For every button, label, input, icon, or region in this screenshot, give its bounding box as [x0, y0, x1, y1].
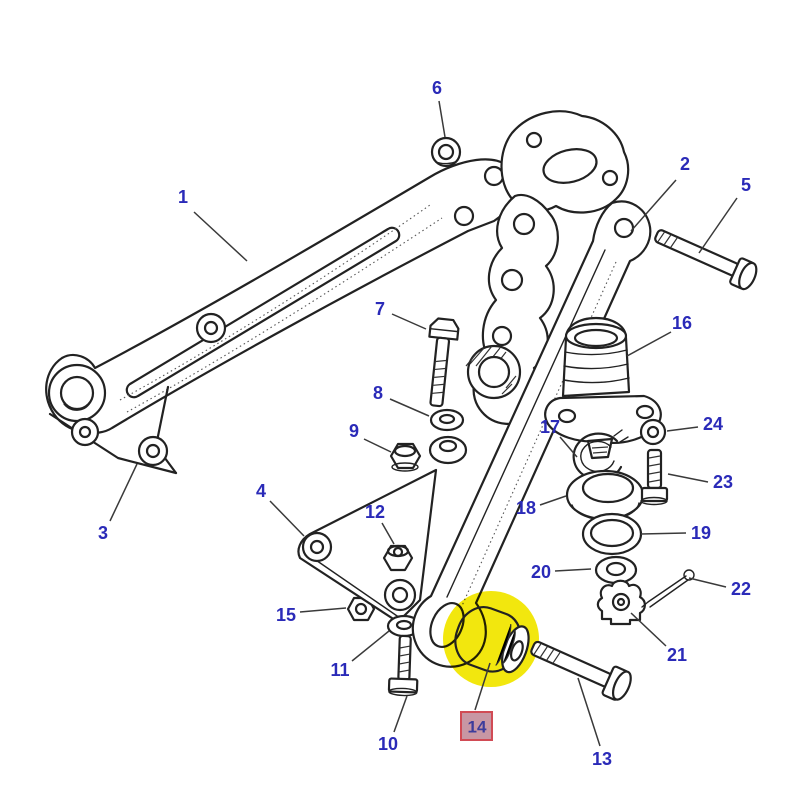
- callout-label-17[interactable]: 17: [540, 417, 560, 437]
- part-castle-nut-21: [596, 579, 646, 626]
- part-nut-6: [430, 136, 462, 168]
- callout-label-12[interactable]: 12: [365, 502, 385, 522]
- callout-label-3[interactable]: 3: [98, 523, 108, 543]
- part-washer-20: [594, 555, 638, 585]
- callout-leader-24: [666, 426, 699, 432]
- callout-leader-4: [269, 500, 305, 537]
- callout-leader-7: [391, 313, 427, 330]
- part-bushing-14-highlighted[interactable]: [448, 600, 536, 681]
- callout-label-1[interactable]: 1: [178, 187, 188, 207]
- callout-label-11[interactable]: 11: [330, 660, 349, 680]
- callout-label-5[interactable]: 5: [741, 175, 751, 195]
- callout-leader-3: [109, 463, 138, 522]
- callout-leader-15: [299, 607, 347, 613]
- callout-label-18[interactable]: 18: [516, 498, 536, 518]
- part-washer-24: [639, 418, 667, 446]
- callout-label-21[interactable]: 21: [667, 645, 687, 665]
- part-nut-9: [389, 442, 422, 472]
- callout-label-23[interactable]: 23: [713, 472, 733, 492]
- callout-leader-1: [193, 211, 248, 262]
- callout-leader-22: [688, 577, 727, 588]
- callout-leader-12: [381, 522, 395, 545]
- part-seal-ring-19: [581, 512, 643, 556]
- part-small-bracket: [297, 468, 438, 624]
- part-nut-12: [382, 544, 414, 572]
- callout-leader-9: [363, 438, 392, 453]
- callout-label-7[interactable]: 7: [375, 299, 385, 319]
- part-bolt-7: [428, 317, 460, 408]
- callout-label-19[interactable]: 19: [691, 523, 711, 543]
- part-bolt-10: [387, 634, 419, 697]
- part-knuckle-casting: [465, 110, 630, 425]
- part-upper-arm: [45, 158, 517, 435]
- callout-label-13[interactable]: 13: [592, 749, 612, 769]
- callout-leader-6: [438, 100, 446, 138]
- callout-label-16[interactable]: 16: [672, 313, 692, 333]
- callout-leader-11: [351, 630, 390, 662]
- callout-label-15[interactable]: 15: [276, 605, 296, 625]
- part-washer-8: [429, 408, 465, 432]
- callout-leader-8: [389, 398, 430, 417]
- callout-label-9[interactable]: 9: [349, 421, 359, 441]
- callout-label-2[interactable]: 2: [680, 154, 690, 174]
- callout-leader-13: [577, 677, 601, 747]
- callout-leader-2: [630, 179, 677, 232]
- part-cup-washer-18: [565, 469, 645, 521]
- callout-leader-20: [554, 568, 592, 572]
- callout-leader-21: [630, 612, 667, 647]
- callout-label-14[interactable]: 14: [468, 718, 487, 737]
- callout-label-6[interactable]: 6: [432, 78, 442, 98]
- callout-leader-19: [640, 532, 687, 535]
- part-ball-joint-16: [544, 316, 662, 460]
- part-nut-15: [346, 596, 376, 622]
- callout-label-20[interactable]: 20: [531, 562, 551, 582]
- callout-leader-16: [626, 331, 672, 357]
- callout-leader-17: [559, 436, 578, 458]
- callout-label-24[interactable]: 24: [703, 414, 723, 434]
- callout-leader-18: [539, 495, 567, 506]
- callout-leader-14: [474, 662, 491, 711]
- callout-leader-10: [393, 695, 408, 733]
- callout-leader-23: [667, 473, 709, 483]
- part-cotter-pin-22: [641, 569, 695, 608]
- selected-part-badge[interactable]: [460, 711, 493, 741]
- part-bolt-13: [530, 640, 632, 701]
- callout-label-4[interactable]: 4: [256, 481, 266, 501]
- callout-leader-5: [698, 197, 738, 254]
- part-bracket-plate: [48, 385, 178, 475]
- part-spacer-bush: [428, 435, 468, 465]
- part-bolt-23: [640, 448, 669, 506]
- callout-label-8[interactable]: 8: [373, 383, 383, 403]
- callout-label-10[interactable]: 10: [378, 734, 398, 754]
- part-bolt-5: [654, 229, 758, 291]
- callout-label-22[interactable]: 22: [731, 579, 751, 599]
